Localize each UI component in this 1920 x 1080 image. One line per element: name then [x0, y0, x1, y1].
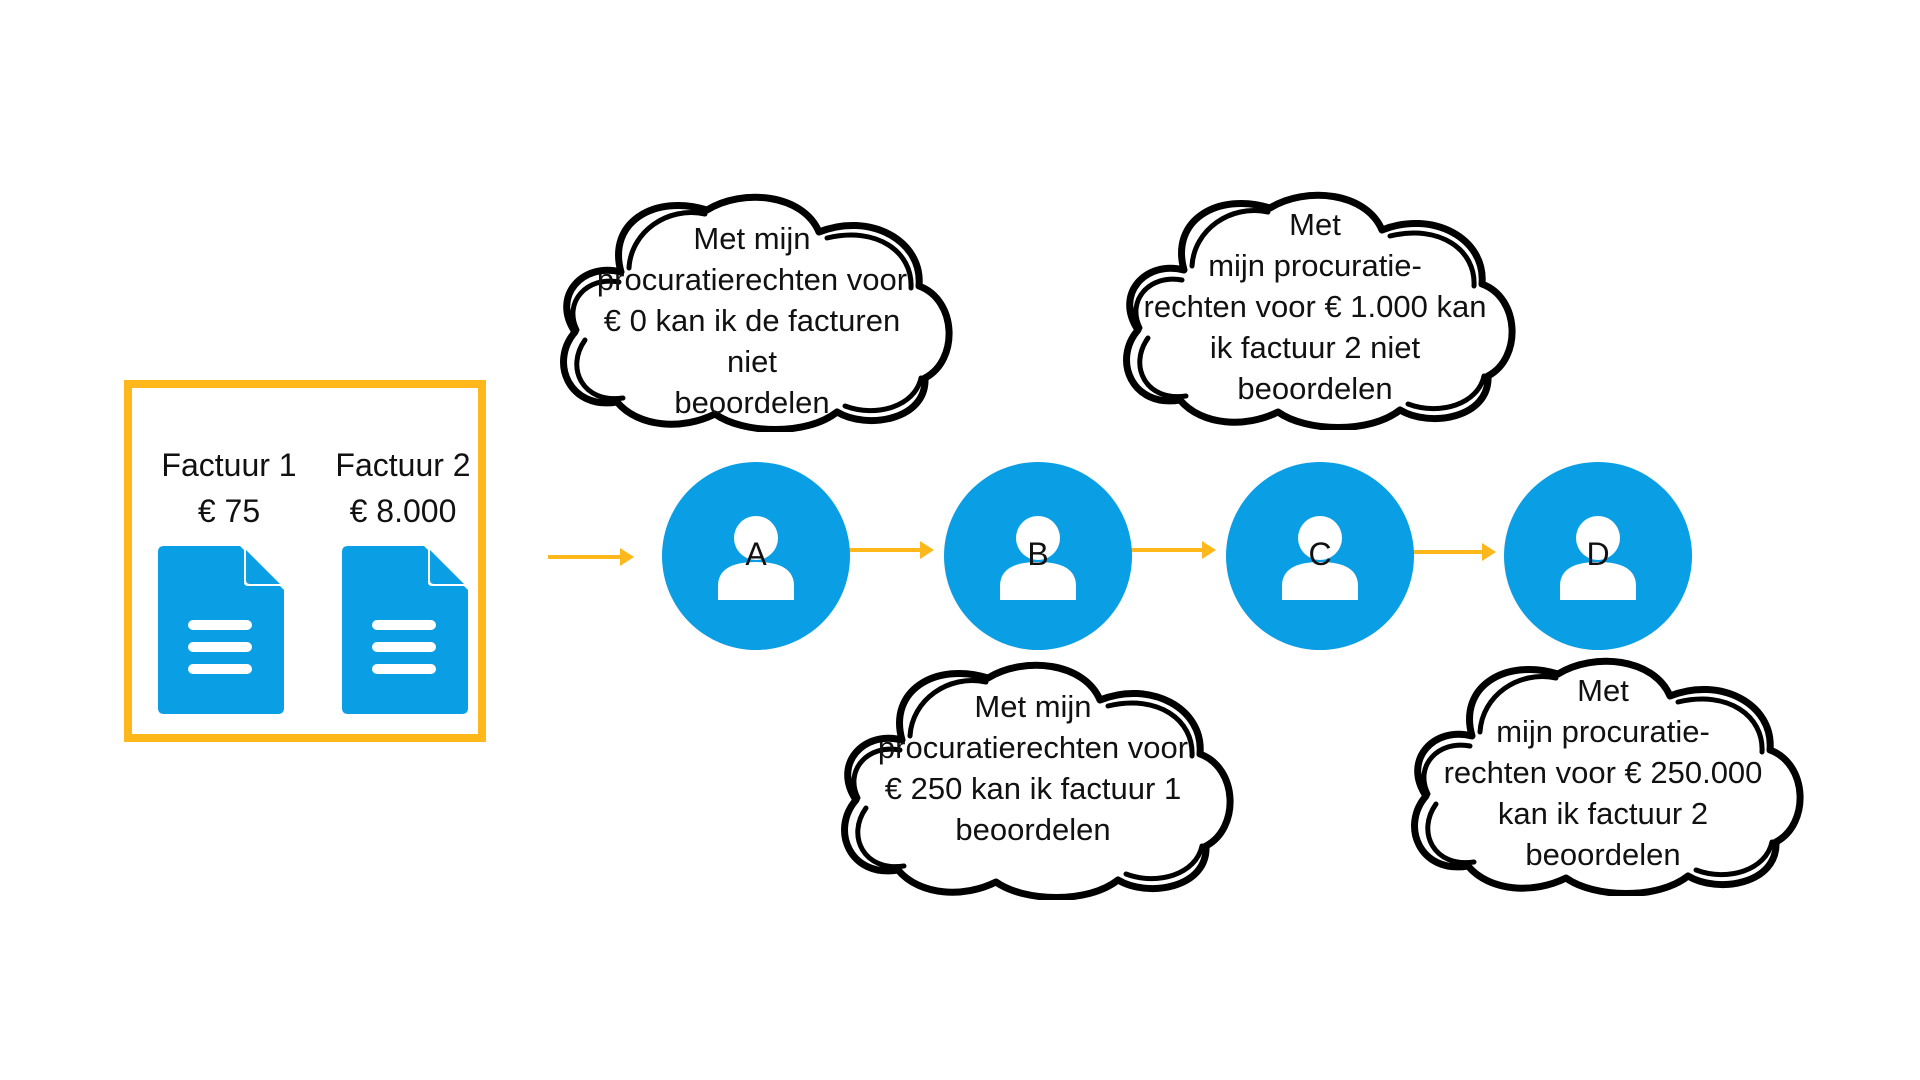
user-icon: [718, 516, 794, 600]
arrow-right-icon: [1130, 541, 1216, 559]
document-icon: [342, 546, 468, 714]
person-label: D: [1586, 536, 1610, 572]
cloud-shape: [841, 661, 1234, 900]
arrow-right-icon: [846, 541, 934, 559]
cloud-shape: [560, 193, 953, 432]
user-icon: [1000, 516, 1076, 600]
cloud-text: Met mijn procuratie- rechten voor € 1.00…: [1143, 207, 1487, 406]
arrow-right-icon: [1412, 543, 1496, 561]
invoice-amount: € 8.000: [349, 493, 457, 529]
thought-cloud-d: Met mijn procuratie- rechten voor € 250.…: [1398, 656, 1808, 896]
invoice-amount: € 75: [197, 493, 261, 529]
invoice-title: Factuur 1: [161, 447, 297, 483]
cloud-text: Met mijn procuratierechten voor € 250 ka…: [877, 689, 1189, 847]
cloud-shape: [1123, 191, 1516, 430]
thought-cloud-b: Met mijn procuratierechten voor € 250 ka…: [828, 660, 1238, 900]
thought-cloud-c: Met mijn procuratie- rechten voor € 1.00…: [1110, 190, 1520, 430]
cloud-shape: [1411, 657, 1804, 896]
invoice-title: Factuur 2: [335, 447, 471, 483]
person-label: B: [1027, 536, 1049, 572]
invoice-batch-box: Factuur 1 € 75 Factuur 2 € 8.000: [124, 380, 486, 742]
cloud-text: Met mijn procuratierechten voor € 0 kan …: [596, 221, 908, 420]
invoice-1: Factuur 1 € 75: [144, 442, 314, 534]
person-label: C: [1308, 536, 1332, 572]
person-label: A: [745, 536, 767, 572]
person-c: C: [1226, 462, 1414, 650]
invoice-2: Factuur 2 € 8.000: [318, 442, 488, 534]
user-icon: [1282, 516, 1358, 600]
person-d: D: [1504, 462, 1692, 650]
arrow-right-icon: [548, 548, 634, 566]
thought-cloud-a: Met mijn procuratierechten voor € 0 kan …: [547, 192, 957, 432]
user-icon: [1560, 516, 1636, 600]
person-b: B: [944, 462, 1132, 650]
cloud-text: Met mijn procuratie- rechten voor € 250.…: [1443, 673, 1763, 872]
document-icon: [158, 546, 284, 714]
person-a: A: [662, 462, 850, 650]
